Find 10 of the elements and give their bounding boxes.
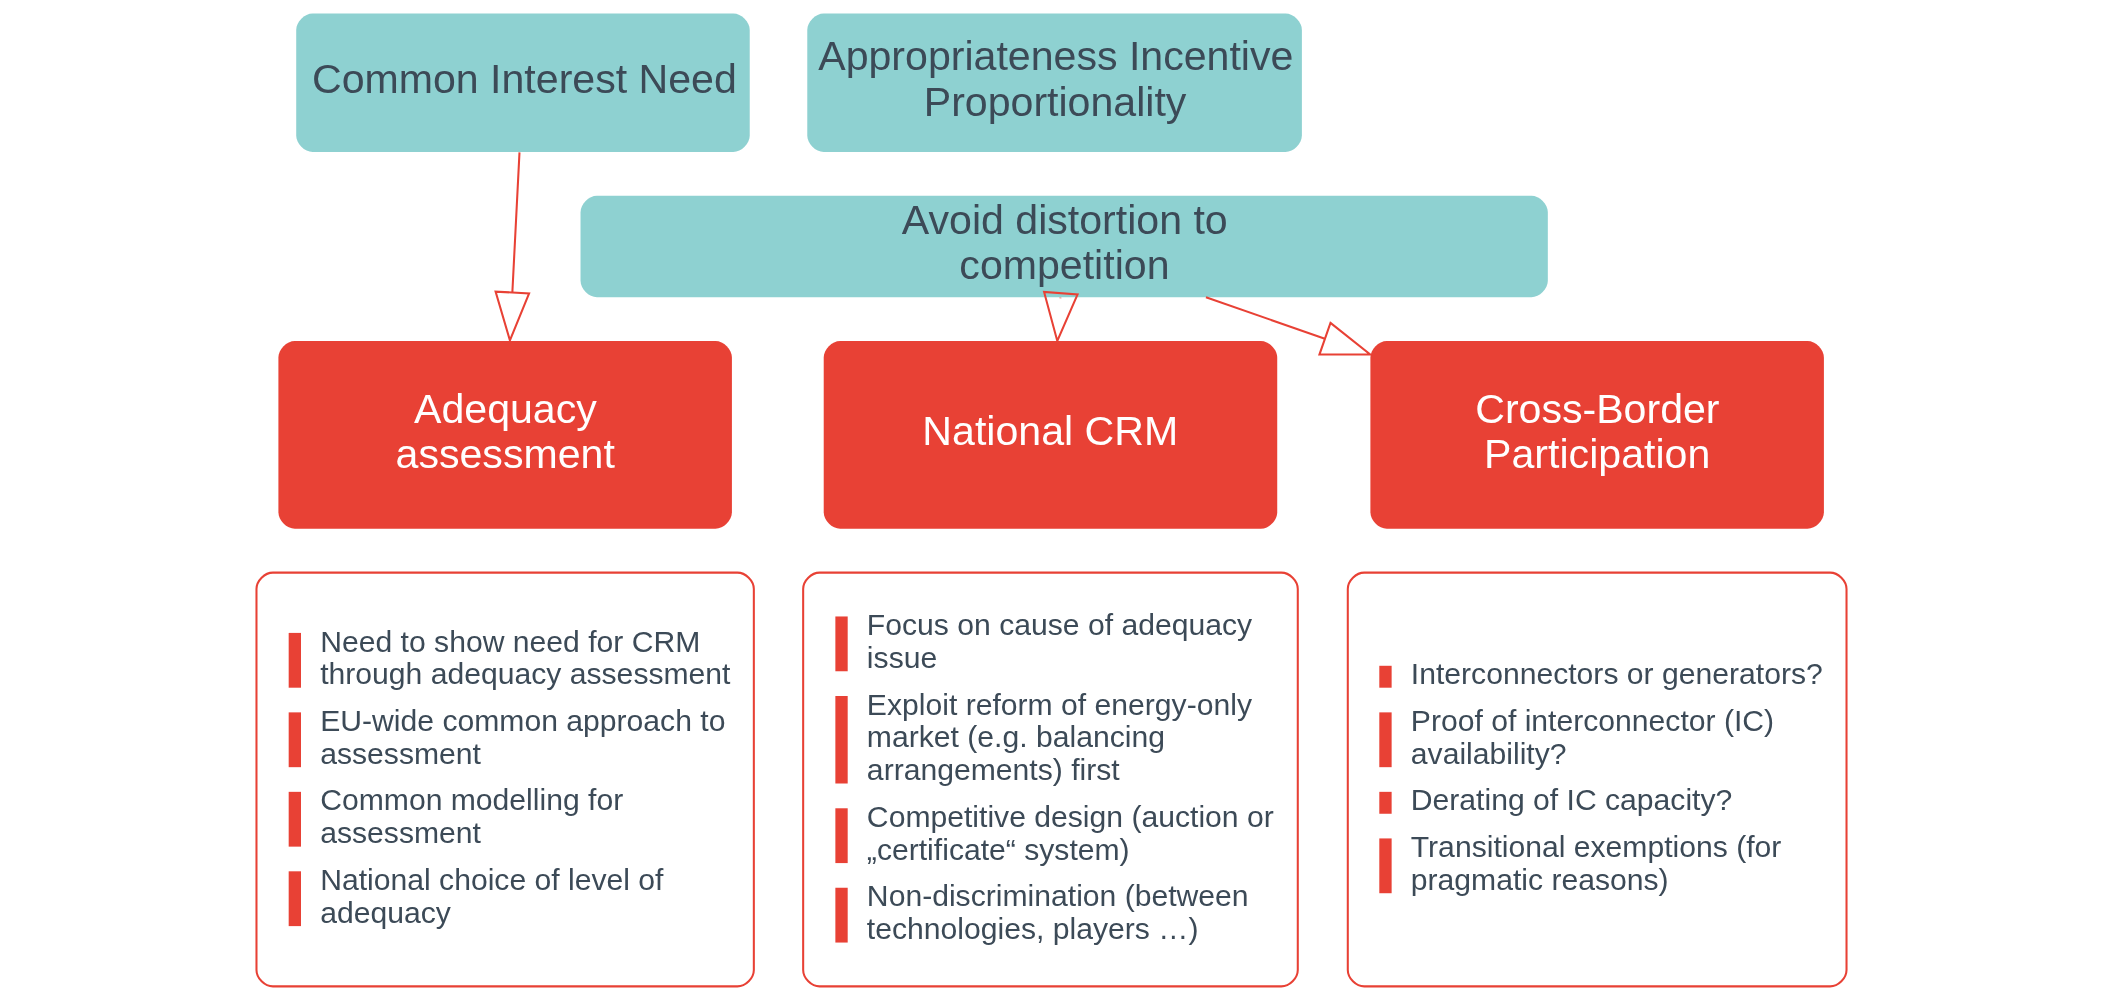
node-box: National CRM xyxy=(823,341,1278,529)
node-box: Focus on cause of adequacy issue Exploit reform of energy-only market (e.g. balancing arrangements) first Competitive design (auction or „certificate“ system) Non-discrimination (between technologies, players …) xyxy=(802,571,1299,988)
arrow xyxy=(494,152,531,344)
node-box: Need to show need for CRM through adequacy assessment EU-wide common approach to assessment Common modelling for assessment National choice of level of adequacy xyxy=(255,571,755,988)
node-box: Appropriateness Incentive Proportionality xyxy=(807,13,1302,152)
arrow xyxy=(1205,296,1374,356)
node-box: Interconnectors or generators? Proof of interconnector (IC) availability? Derating of IC capacity? Transitional exemptions (for pragmatic reasons) xyxy=(1346,571,1848,988)
node-box: Common Interest Need xyxy=(296,13,750,152)
node-box: Adequacy assessment xyxy=(278,341,732,529)
node-box: Cross-Border Participation xyxy=(1370,341,1824,529)
